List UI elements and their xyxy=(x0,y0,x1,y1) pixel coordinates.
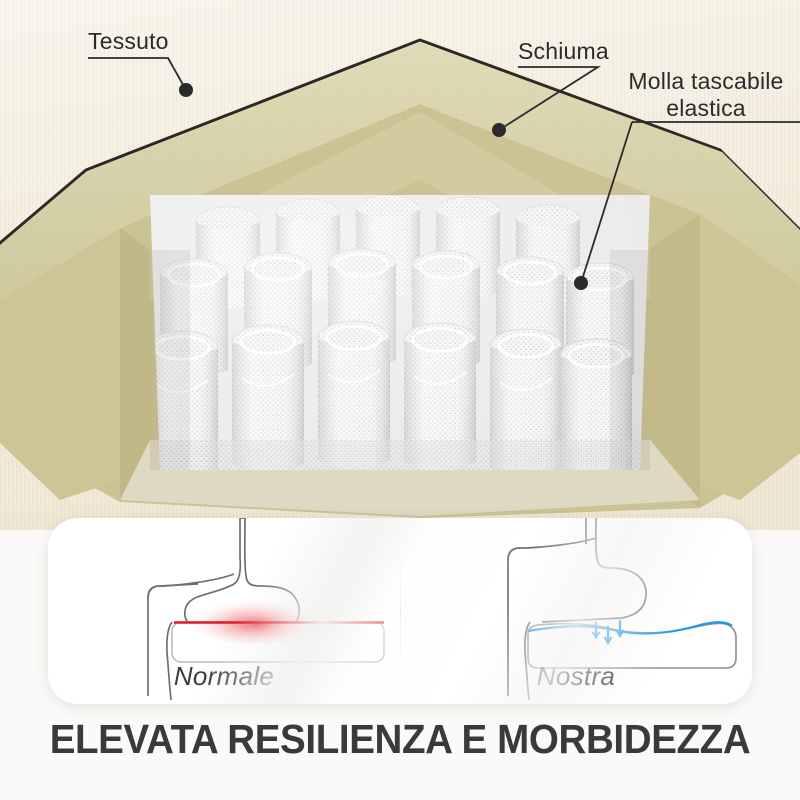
foam-block-left xyxy=(0,228,150,500)
leader-tessuto xyxy=(88,57,187,91)
leader-schiuma xyxy=(498,66,602,131)
comparison-card: Normale xyxy=(48,518,752,704)
foam-block-left-edge xyxy=(120,228,150,502)
comparison-panel-nostra: Nostra xyxy=(400,518,752,704)
callout-label-molla: Molla tascabile elastica xyxy=(608,68,800,122)
cushion-cutaway-illustration xyxy=(0,0,800,530)
panel-divider xyxy=(400,548,401,674)
comparison-label-nostra: Nostra xyxy=(536,661,616,691)
callout-label-molla-line2: elastica xyxy=(666,95,746,121)
comparison-panel-normale: Normale xyxy=(48,518,400,704)
callout-dot-molla xyxy=(574,276,588,290)
callout-dot-tessuto xyxy=(179,83,193,97)
callout-leader-lines xyxy=(88,57,800,284)
leader-molla xyxy=(580,121,633,284)
callout-dot-schiuma xyxy=(492,123,506,137)
headline-text: ELEVATA RESILIENZA E MORBIDEZZA xyxy=(49,716,751,762)
pressure-glow-red xyxy=(184,592,332,644)
callout-label-molla-line1: Molla tascabile xyxy=(628,68,784,94)
callout-label-schiuma: Schiuma xyxy=(518,38,609,64)
callout-label-tessuto: Tessuto xyxy=(88,28,169,54)
pocket-spring-unit xyxy=(150,195,650,470)
comparison-label-normale: Normale xyxy=(173,661,275,691)
foam-block-right-edge xyxy=(650,214,700,508)
